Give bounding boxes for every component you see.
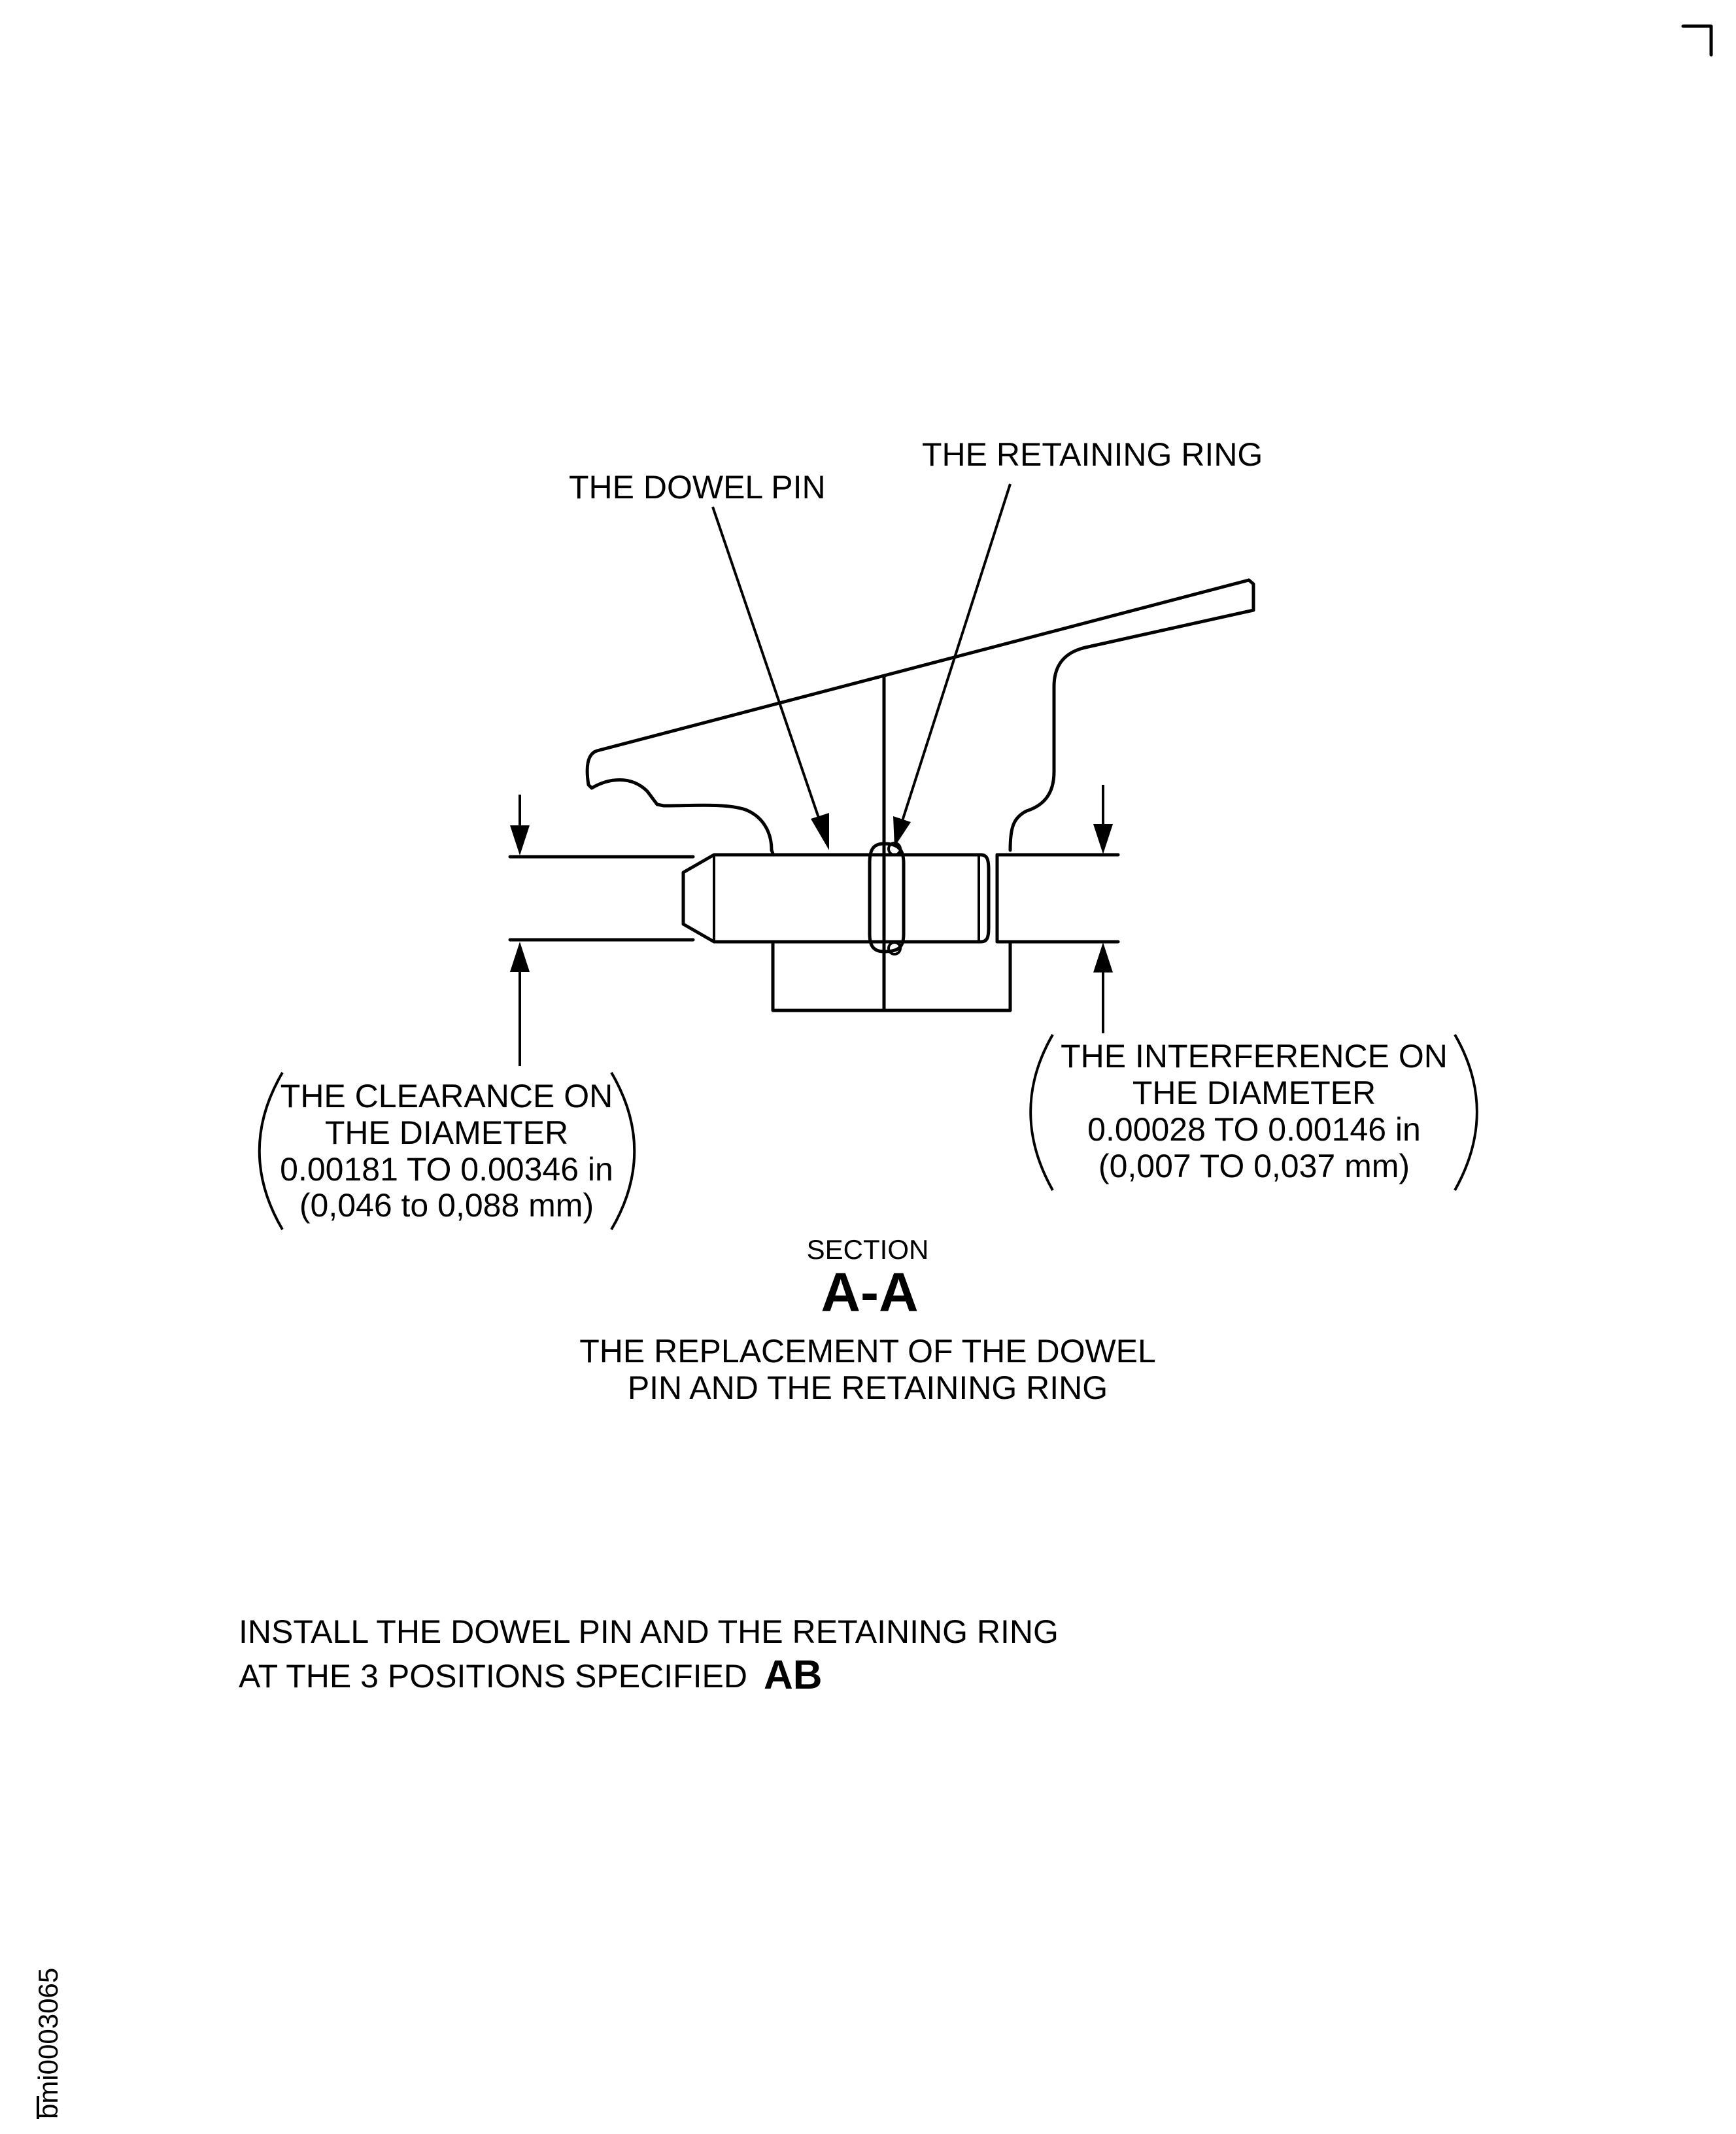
- housing-inclined-face: [585, 578, 1251, 806]
- instruction-ref: AB: [764, 1653, 823, 1698]
- interference-bracket-left: [1029, 1034, 1054, 1191]
- interference-note-line2: THE DIAMETER: [1132, 1075, 1376, 1111]
- leader-dowel-pin-arrow: [811, 813, 829, 850]
- instruction-line2: AT THE 3 POSITIONS SPECIFIED: [239, 1658, 747, 1695]
- clearance-bracket-left: [258, 1071, 284, 1231]
- dim-interference-arrow-top: [1093, 824, 1113, 854]
- label-dowel-pin: THE DOWEL PIN: [569, 469, 826, 506]
- housing-upper-outline: [1052, 578, 1255, 774]
- ring-section-bottom: [887, 941, 902, 955]
- clearance-note-line4: (0,046 to 0,088 mm): [299, 1187, 594, 1224]
- figure-id: bmi0003065: [33, 1968, 63, 2119]
- instruction-line1: INSTALL THE DOWEL PIN AND THE RETAINING …: [239, 1613, 1059, 1650]
- retaining-ring: [868, 842, 906, 954]
- interference-note-line1: THE INTERFERENCE ON: [1061, 1038, 1448, 1075]
- clearance-note-line1: THE CLEARANCE ON: [281, 1078, 613, 1114]
- lower-block: [771, 940, 1012, 1012]
- section-word: SECTION: [807, 1234, 929, 1265]
- interference-note-line4: (0,007 TO 0,037 mm): [1098, 1148, 1410, 1184]
- dim-interference-arrow-bottom: [1093, 942, 1113, 972]
- section-caption-line1: THE REPLACEMENT OF THE DOWEL: [579, 1333, 1156, 1369]
- interference-bracket-right: [1454, 1034, 1478, 1191]
- leader-retaining-ring-arrow: [893, 816, 911, 847]
- dowel-pin-body: [681, 853, 991, 944]
- housing-left-lip: [655, 802, 775, 855]
- clearance-bracket-right: [610, 1071, 636, 1231]
- leader-retaining-ring: [901, 483, 1012, 821]
- section-caption-line2: PIN AND THE RETAINING RING: [628, 1369, 1108, 1406]
- clearance-note-line2: THE DIAMETER: [325, 1114, 568, 1151]
- dim-clearance-arrow-top: [510, 825, 530, 855]
- housing-right-wall: [1008, 770, 1056, 852]
- interference-note-line3: 0.00028 TO 0.00146 in: [1087, 1111, 1421, 1148]
- clearance-note-line3: 0.00181 TO 0.00346 in: [280, 1151, 613, 1188]
- section-id: A-A: [821, 1262, 918, 1323]
- leader-dowel-pin: [711, 506, 823, 828]
- crop-mark-top-right: [1681, 24, 1713, 57]
- dim-clearance-arrow-bottom: [510, 942, 530, 972]
- label-retaining-ring: THE RETAINING RING: [922, 436, 1263, 473]
